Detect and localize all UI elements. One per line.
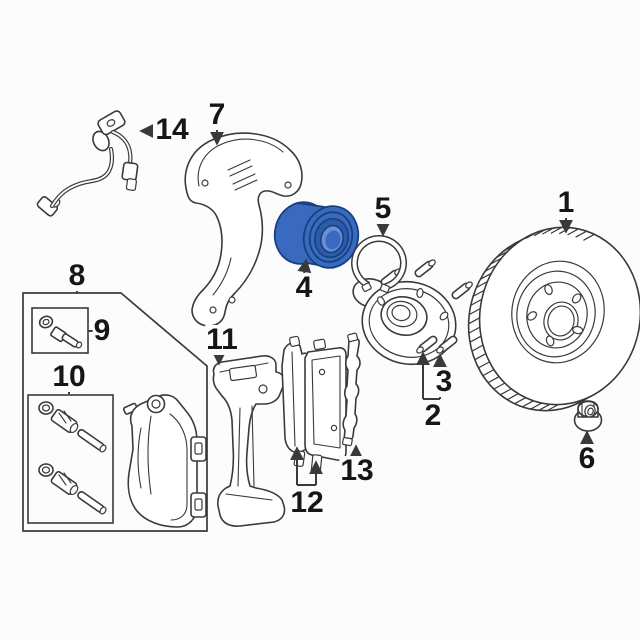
callout-10-label: 10 bbox=[51, 360, 87, 393]
brake-caliper-drawing bbox=[122, 394, 207, 528]
callout-7-label: 7 bbox=[207, 98, 227, 131]
snap-ring-end bbox=[379, 283, 390, 293]
callout-12-label: 12 bbox=[289, 486, 325, 519]
callout-8-label: 8 bbox=[67, 259, 87, 292]
bleeder-screw-kit-contents bbox=[38, 315, 83, 349]
snap-ring-end bbox=[361, 282, 372, 293]
hub-nut-drawing bbox=[573, 400, 603, 432]
wheel-hub-drawing bbox=[352, 259, 473, 366]
snap-ring-drawing bbox=[351, 235, 407, 293]
kit-box-8-outline bbox=[22, 292, 208, 532]
callout-13-label: 13 bbox=[339, 454, 375, 487]
kit-box-10-outline bbox=[27, 394, 114, 524]
sensor-tip bbox=[121, 161, 139, 182]
callout-5-label: 5 bbox=[373, 192, 393, 225]
callout-4-label: 4 bbox=[294, 271, 314, 304]
sensor-connector bbox=[36, 196, 59, 217]
caliper-hardware-kit-box bbox=[22, 292, 208, 532]
pad-abutment-clip-drawing bbox=[342, 332, 361, 447]
callout-9-label: 9 bbox=[92, 314, 112, 347]
callout-14-label: 14 bbox=[154, 113, 190, 146]
callout-1-label: 1 bbox=[556, 186, 576, 219]
rotor-vane-hatch bbox=[468, 226, 595, 412]
brake-rotor-drawing bbox=[467, 226, 640, 412]
brake-dust-shield-drawing bbox=[184, 132, 303, 327]
callout-11-label: 11 bbox=[205, 323, 239, 356]
callout-4-leader bbox=[297, 258, 312, 275]
callout-6-label: 6 bbox=[577, 442, 597, 475]
sensor-grommet bbox=[92, 130, 110, 152]
wheel-speed-sensor-drawing bbox=[36, 110, 139, 217]
callout-2-label: 2 bbox=[423, 399, 443, 432]
callout-3-label: 3 bbox=[434, 365, 454, 398]
wheel-bearing-drawing bbox=[273, 201, 360, 269]
brake-pads-drawing bbox=[281, 335, 347, 474]
guide-pin-set bbox=[38, 401, 107, 453]
guide-pin-set bbox=[38, 463, 108, 516]
caliper-bracket-drawing bbox=[212, 355, 286, 527]
wheel-studs-front bbox=[416, 335, 458, 354]
